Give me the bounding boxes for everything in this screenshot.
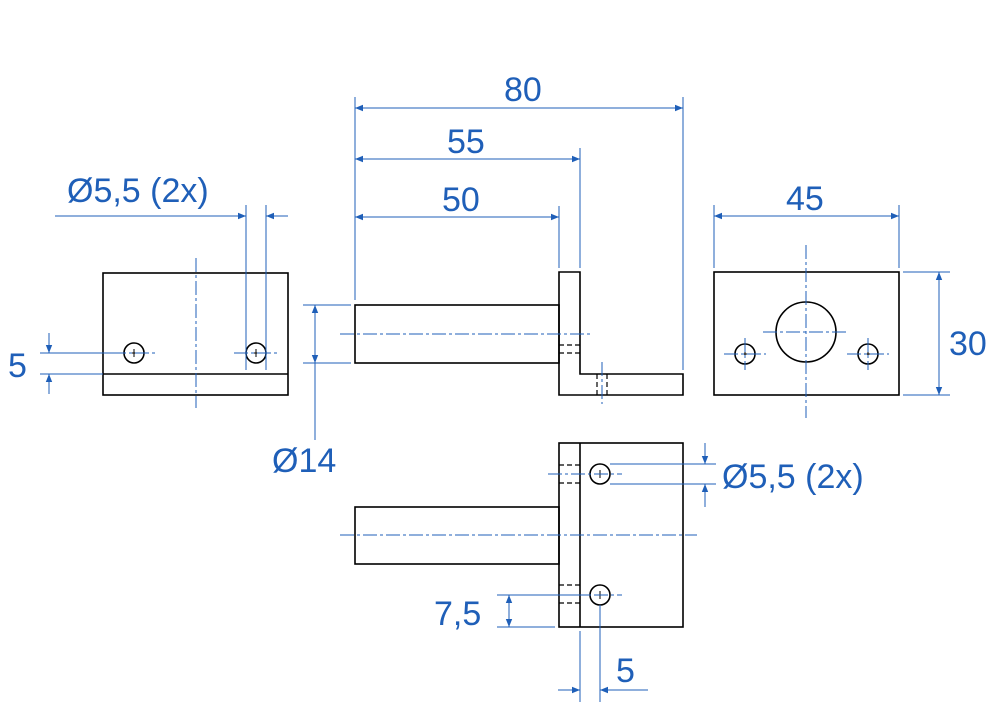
left-view xyxy=(102,258,289,408)
dimension-left-offset-label: 5 xyxy=(8,347,27,385)
right-view-bore xyxy=(763,245,849,418)
dimension-hole-top-label: Ø5,5 (2x) xyxy=(722,458,864,496)
right-view-hole-1 xyxy=(724,338,766,370)
left-view-hole-2 xyxy=(234,342,278,364)
dimension-hole-offset-label: 7,5 xyxy=(434,595,481,633)
dimension-pin-length: 50 xyxy=(355,181,560,268)
top-view-hole-1 xyxy=(548,463,622,485)
front-view-bracket xyxy=(558,271,684,396)
dimension-overall-length: 80 xyxy=(354,71,684,370)
left-view-outline xyxy=(102,272,289,396)
dimension-pin-diameter-label: Ø14 xyxy=(272,442,336,480)
dimension-overall-length-label: 80 xyxy=(504,71,542,109)
dimension-pin-diameter: Ø14 xyxy=(272,304,351,480)
dimension-width: 45 xyxy=(713,180,900,268)
dimension-pin-length-label: 50 xyxy=(442,181,480,219)
dimension-width-label: 45 xyxy=(786,180,824,218)
dimension-hole-offset: 7,5 xyxy=(434,594,590,633)
dimension-plate-position: 55 xyxy=(355,123,581,268)
dimension-plate-position-label: 55 xyxy=(447,123,485,161)
right-view-hole-2 xyxy=(847,338,889,370)
top-view xyxy=(340,442,697,628)
dimension-thickness: 5 xyxy=(558,605,648,702)
dimension-hole-top: Ø5,5 (2x) xyxy=(610,443,864,507)
dimension-height: 30 xyxy=(903,271,987,396)
dimension-height-label: 30 xyxy=(949,325,987,363)
dimension-hole-left-label: Ø5,5 (2x) xyxy=(67,172,209,210)
dimension-left-offset: 5 xyxy=(8,333,124,394)
front-view xyxy=(340,271,684,404)
dimension-thickness-label: 5 xyxy=(616,652,635,690)
dimension-hole-left: Ø5,5 (2x) xyxy=(55,172,288,370)
right-view xyxy=(713,245,900,418)
